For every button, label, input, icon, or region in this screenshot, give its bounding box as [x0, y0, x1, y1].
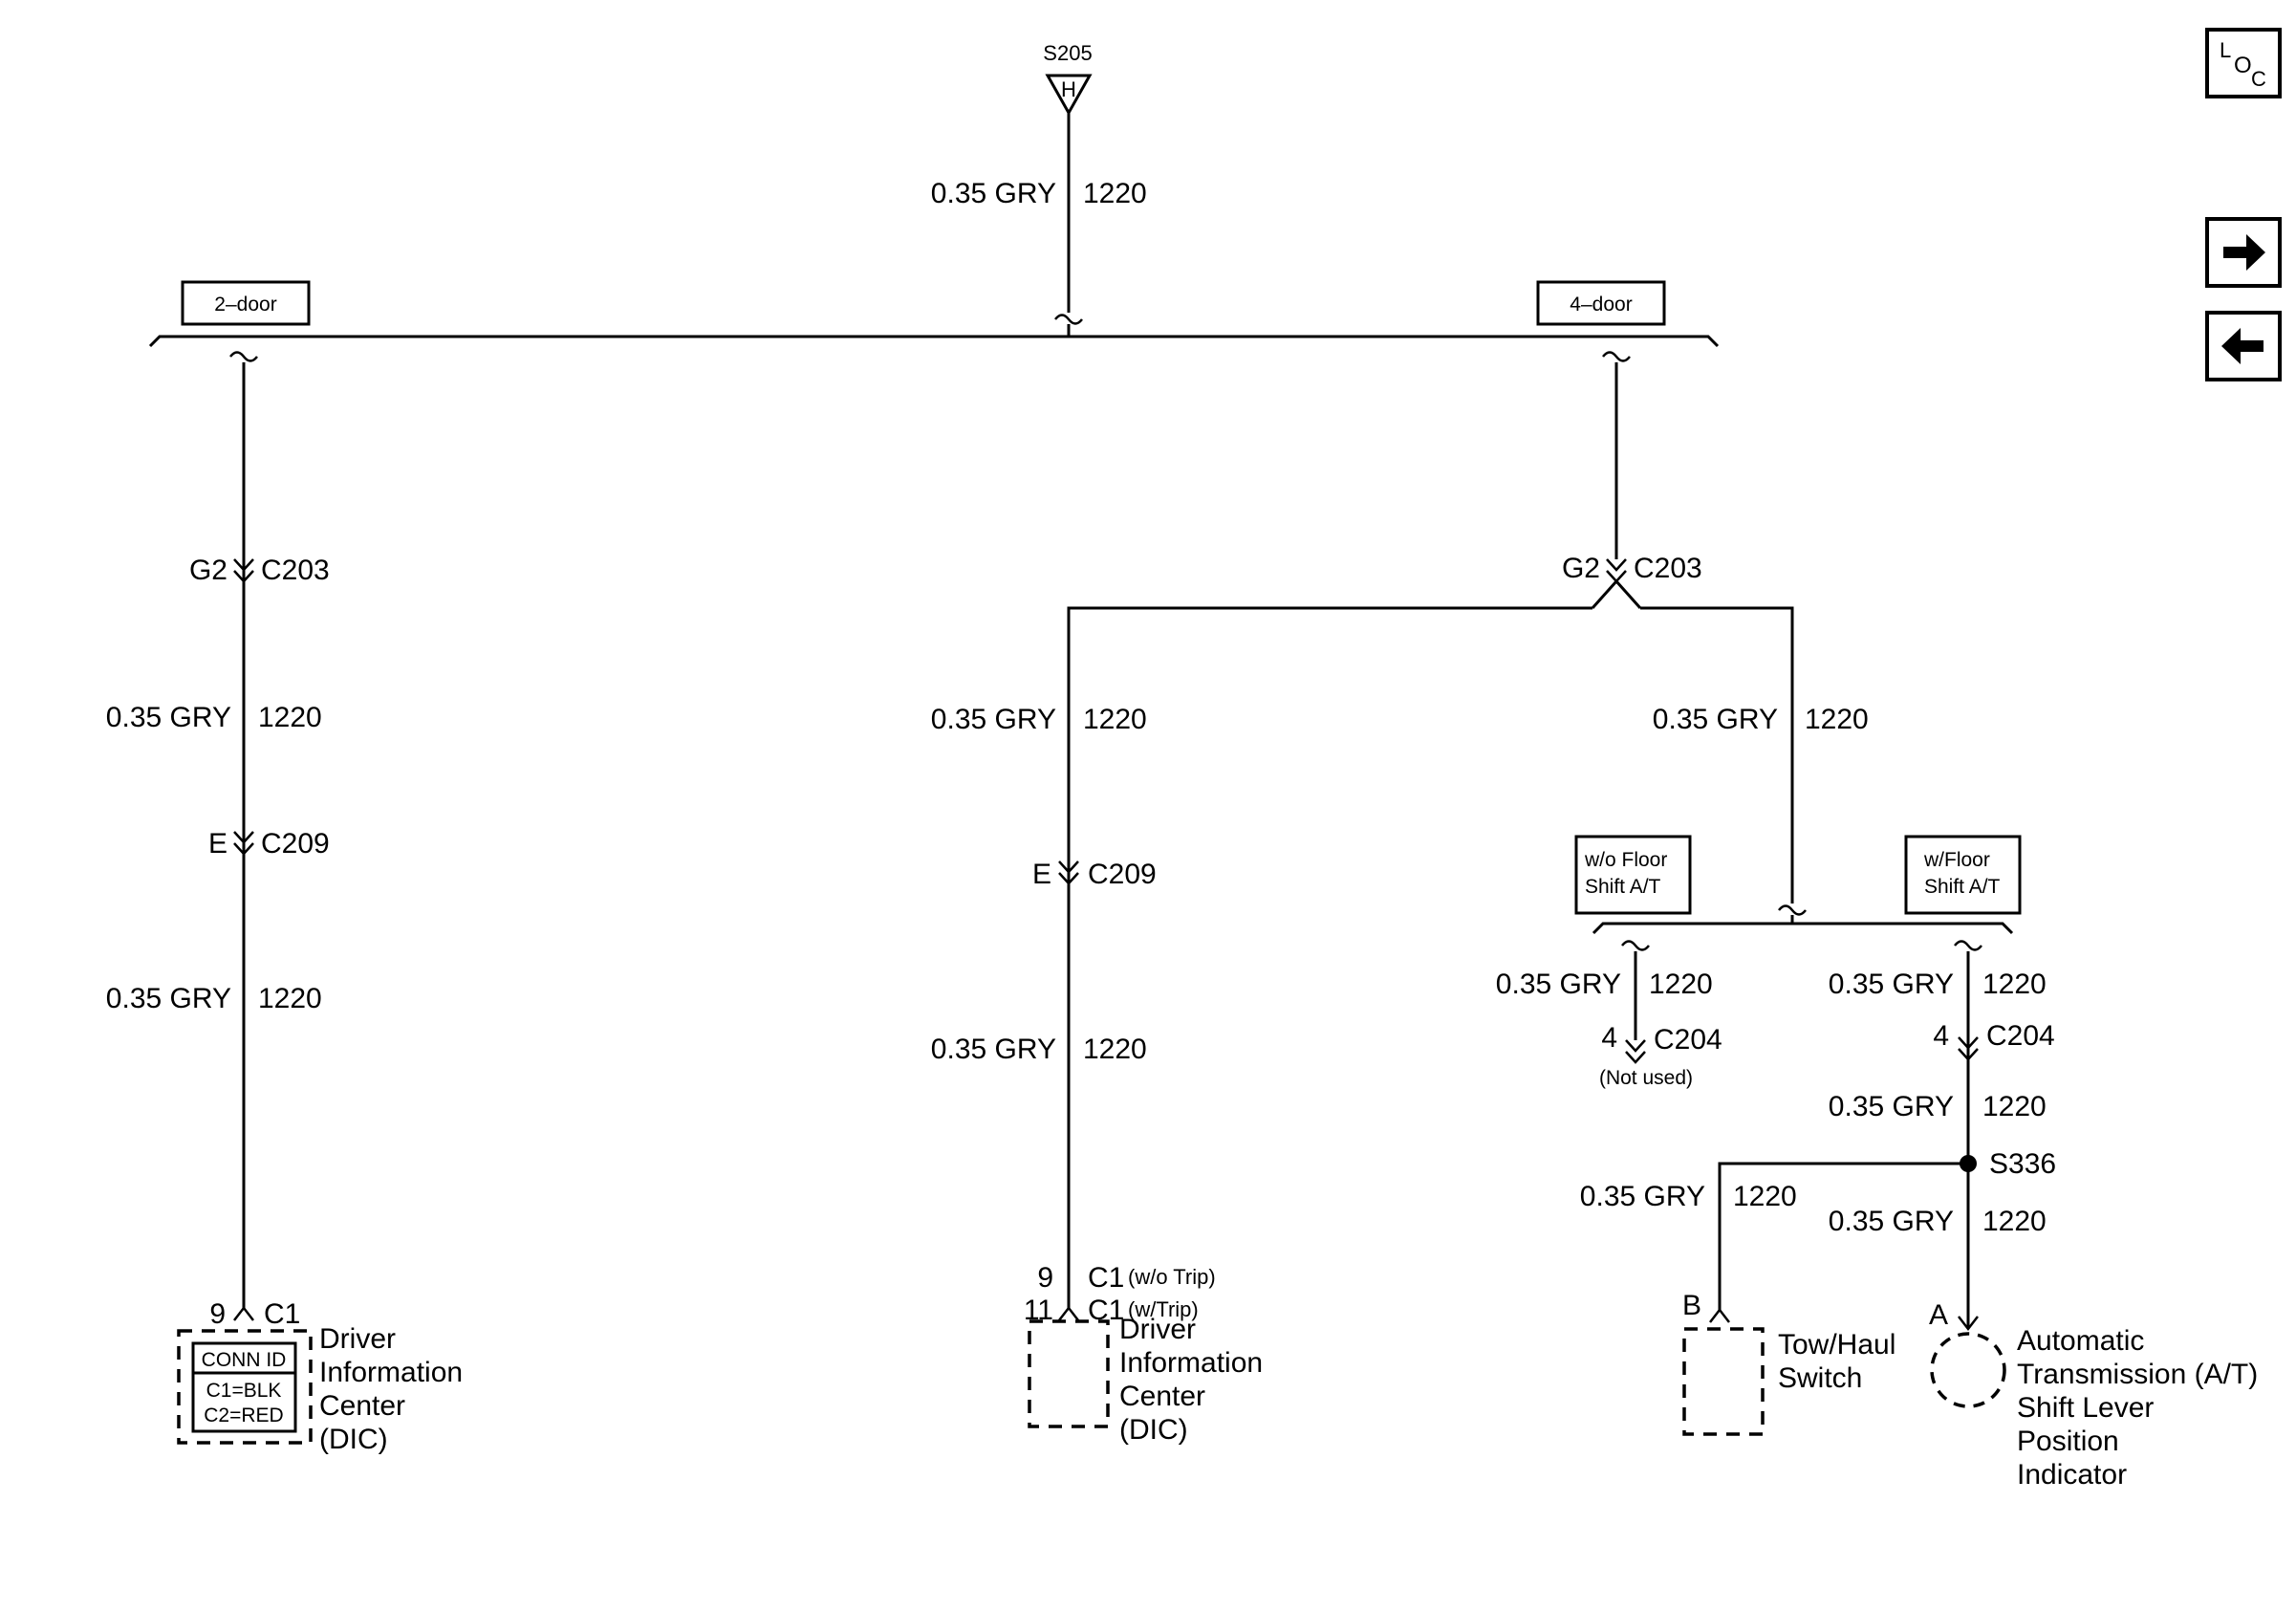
arrow-left-icon — [2221, 328, 2264, 364]
forward-button[interactable] — [2205, 217, 2282, 288]
at-indicator-label: Automatic Transmission (A/T) Shift Lever… — [2017, 1325, 2266, 1491]
right-c203-connector — [1606, 558, 1627, 583]
middle-dic-component — [1028, 1319, 1110, 1428]
left-wire2-circuit: 1220 — [258, 983, 322, 1014]
splice-s205-letter: H — [1061, 77, 1076, 101]
left-c1-label: C1 — [264, 1298, 300, 1330]
left-dic-label: Driver Information Center (DIC) — [319, 1323, 470, 1455]
left-conn-id-c1: C1=BLK — [206, 1380, 282, 1402]
option-label-4door: 4–door — [1570, 294, 1632, 316]
middle-c1-note-a: (w/o Trip) — [1128, 1265, 1216, 1289]
location-letter-o: O — [2234, 53, 2252, 78]
arrow-right-icon — [2223, 234, 2265, 271]
tow-haul-switch-component — [1682, 1327, 1765, 1436]
middle-c1-pin-a: 9 — [1037, 1262, 1053, 1294]
tow-haul-wire-size-color: 0.35 GRY — [1580, 1181, 1705, 1212]
tow-haul-wire — [1718, 1162, 1968, 1310]
tow-haul-switch-label: Tow/Haul Switch — [1778, 1329, 1904, 1394]
left-conn-id-c2: C2=RED — [204, 1404, 283, 1426]
left-c1-pin: 9 — [209, 1298, 226, 1330]
left-dic-component — [177, 1329, 313, 1445]
wo-floor-c204-pin: 4 — [1601, 1022, 1617, 1054]
middle-wire1-size-color: 0.35 GRY — [931, 704, 1056, 735]
at-indicator-pin: A — [1929, 1299, 1948, 1331]
right-wire1-size-color: 0.35 GRY — [1653, 704, 1778, 735]
middle-c209-pin: E — [1032, 859, 1051, 890]
left-c209-connector — [233, 831, 254, 856]
right-feed-wire — [1640, 606, 1794, 903]
middle-c209-label: C209 — [1088, 859, 1157, 890]
at-indicator-component — [1930, 1332, 2006, 1408]
right-wire-break — [1602, 351, 1631, 362]
option-box-wo-floor-shift — [1574, 835, 1692, 915]
option-label-2door: 2–door — [214, 294, 276, 316]
w-floor-c204-connector — [1958, 1036, 1979, 1061]
left-conn-id-title: CONN ID — [202, 1349, 287, 1371]
left-c209-pin: E — [208, 828, 227, 860]
left-c203-connector — [233, 558, 254, 583]
right-wire1-circuit: 1220 — [1805, 704, 1869, 735]
wo-floor-not-used: (Not used) — [1599, 1067, 1693, 1089]
wo-floor-break — [1621, 940, 1650, 951]
wo-floor-wire-size-color: 0.35 GRY — [1496, 969, 1621, 1000]
w-floor-c204-label: C204 — [1986, 1020, 2055, 1052]
splice-s336-label: S336 — [1989, 1148, 2056, 1180]
option-bracket-main — [148, 335, 1720, 348]
location-letter-c: C — [2251, 67, 2266, 91]
left-wire1-size-color: 0.35 GRY — [106, 702, 231, 733]
w-floor-wire-size-color: 0.35 GRY — [1829, 969, 1954, 1000]
option-box-w-floor-shift — [1904, 835, 2022, 915]
middle-c1-terminal — [1058, 1305, 1079, 1321]
middle-wire2-size-color: 0.35 GRY — [931, 1034, 1056, 1065]
w-floor-break — [1954, 940, 1982, 951]
w-floor-wire2-size-color: 0.35 GRY — [1829, 1091, 1954, 1122]
option-bracket-floor-shift — [1592, 922, 2014, 935]
top-wire-circuit: 1220 — [1083, 178, 1147, 209]
right-c203-label: C203 — [1634, 553, 1702, 584]
left-c203-pin: G2 — [189, 555, 227, 586]
splice-s205-symbol — [1045, 74, 1093, 117]
top-wire-break — [1054, 314, 1083, 325]
at-indicator-terminal — [1958, 1316, 1979, 1332]
right-floor-shift-break — [1778, 904, 1807, 916]
at-indicator-wire-circuit: 1220 — [1982, 1206, 2047, 1237]
right-c203-split — [1591, 578, 1642, 609]
middle-dic-label: Driver Information Center (DIC) — [1119, 1314, 1270, 1446]
option-box-2door — [181, 280, 311, 326]
middle-c209-connector — [1058, 860, 1079, 885]
option-label-w-floor-shift: w/Floor Shift A/T — [1923, 849, 2001, 898]
option-box-4door — [1536, 280, 1666, 326]
tow-haul-wire-circuit: 1220 — [1733, 1181, 1797, 1212]
middle-wire2-circuit: 1220 — [1083, 1034, 1147, 1065]
middle-wire1-circuit: 1220 — [1083, 704, 1147, 735]
left-wire-break — [229, 351, 258, 362]
w-floor-wire-circuit: 1220 — [1982, 969, 2047, 1000]
wo-floor-c204-connector — [1625, 1039, 1646, 1064]
right-c203-pin: G2 — [1562, 553, 1600, 584]
left-c203-label: C203 — [261, 555, 330, 586]
middle-c1-label-a: C1 — [1088, 1262, 1124, 1294]
tow-haul-pin: B — [1682, 1290, 1701, 1321]
w-floor-wire2-circuit: 1220 — [1982, 1091, 2047, 1122]
location-button[interactable]: L O C — [2205, 28, 2282, 98]
splice-s205-label: S205 — [1043, 41, 1092, 65]
middle-feed-wire — [1067, 606, 1592, 1308]
left-wire2-size-color: 0.35 GRY — [106, 983, 231, 1014]
at-indicator-wire-size-color: 0.35 GRY — [1829, 1206, 1954, 1237]
wo-floor-c204-label: C204 — [1654, 1024, 1722, 1056]
option-label-wo-floor-shift: w/o Floor Shift A/T — [1584, 849, 1673, 898]
left-c209-label: C209 — [261, 828, 330, 860]
top-wire-size-color: 0.35 GRY — [931, 178, 1056, 209]
location-letter-l: L — [2220, 38, 2231, 62]
left-wire1-circuit: 1220 — [258, 702, 322, 733]
wo-floor-wire-circuit: 1220 — [1649, 969, 1713, 1000]
back-button[interactable] — [2205, 311, 2282, 381]
tow-haul-terminal — [1709, 1307, 1730, 1323]
w-floor-c204-pin: 4 — [1933, 1020, 1949, 1052]
left-conn-id-box — [191, 1341, 297, 1433]
left-c1-terminal — [233, 1305, 254, 1321]
middle-c1-note-b: (w/Trip) — [1128, 1297, 1199, 1321]
